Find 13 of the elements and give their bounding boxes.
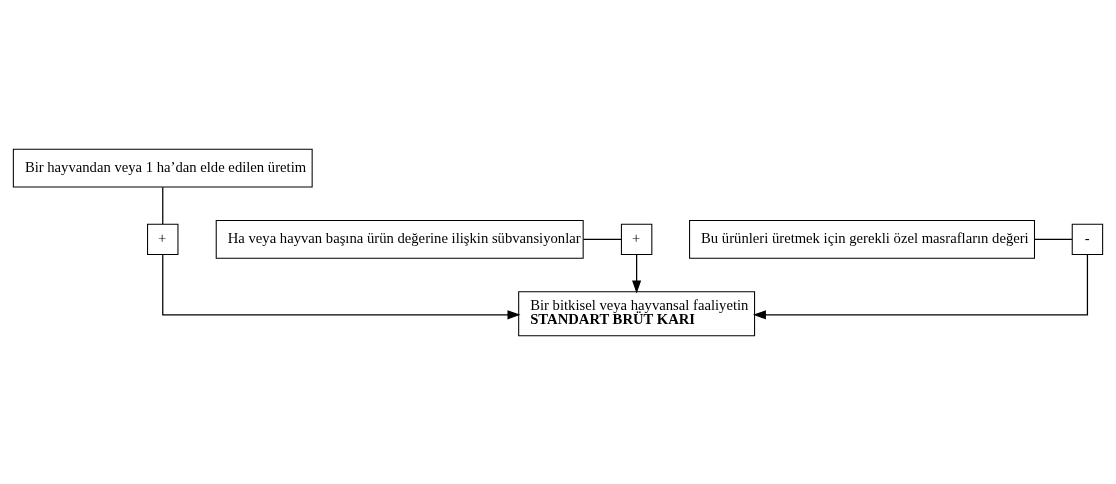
node-box: -	[1071, 223, 1104, 255]
connector	[582, 238, 622, 240]
arrow	[162, 253, 521, 319]
arrow	[752, 253, 1089, 319]
connector	[162, 186, 164, 225]
node-box: +	[147, 223, 179, 255]
node-box: Bir hayvandan veya 1 ha’dan elde edilen üretim	[12, 148, 313, 187]
node-box: Ha veya hayvan başına ürün değerine ilişkin sübvansiyonlar	[215, 219, 584, 259]
node-box: +	[620, 223, 653, 255]
connector	[1033, 238, 1073, 240]
node-box: Bu ürünleri üretmek için gerekli özel masrafların değeri	[689, 219, 1035, 259]
arrow	[632, 253, 642, 293]
node-box: Bir bitkisel veya hayvansal faaliyetin STANDART BRÜT KARI	[518, 290, 756, 336]
